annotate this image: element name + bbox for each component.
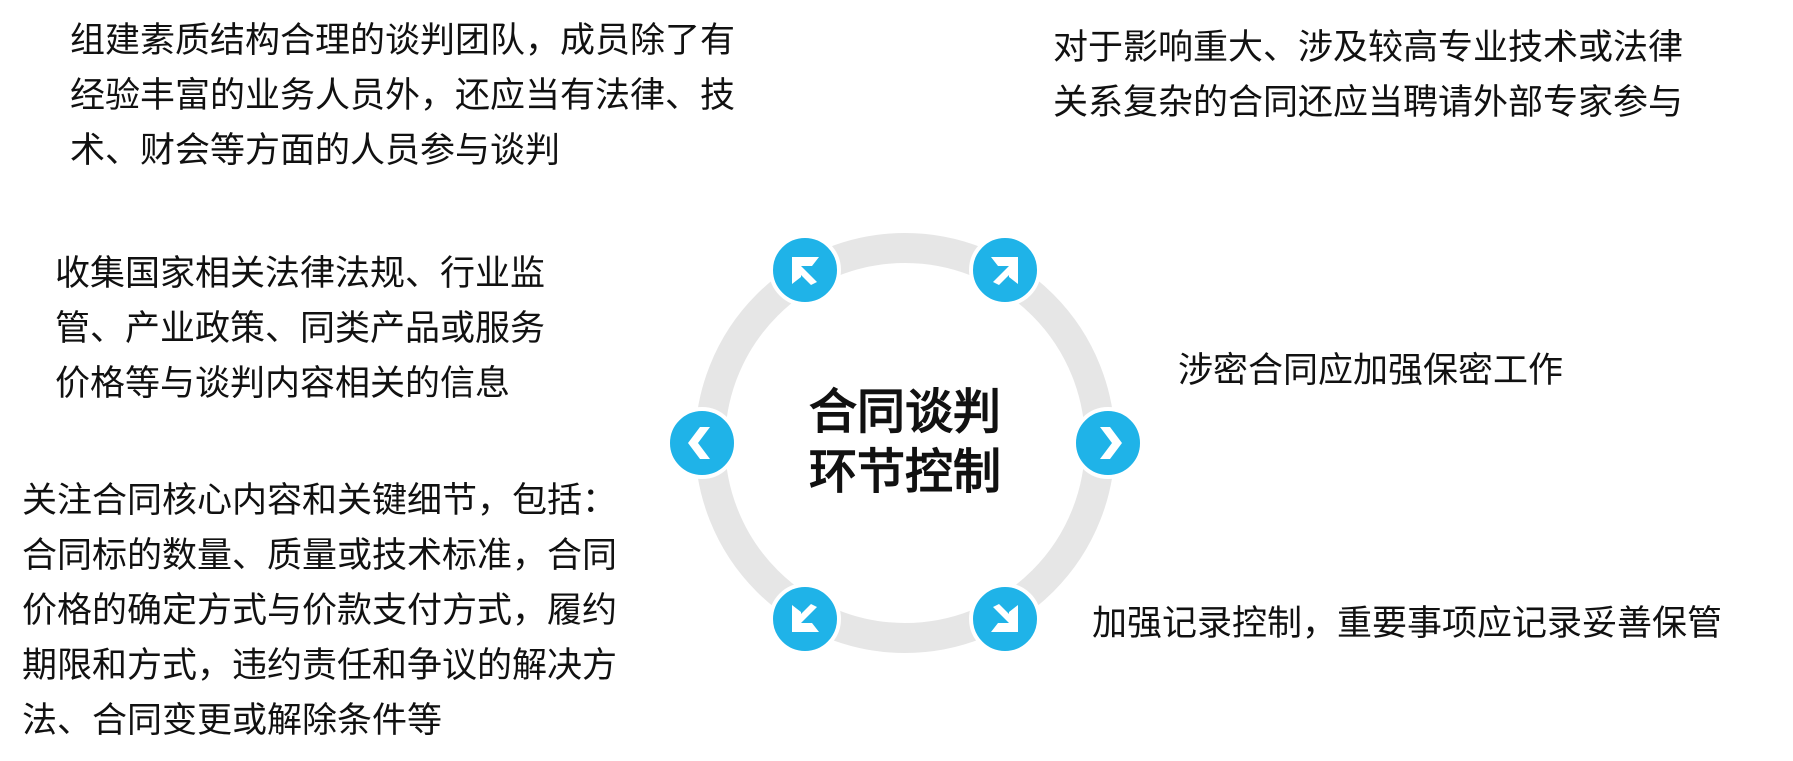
text-line: 期限和方式，违约责任和争议的解决方 [22,646,618,686]
text-line: 涉密合同应加强保密工作 [1178,351,1564,391]
text-line: 管、产业政策、同类产品或服务 [55,309,546,349]
bottom-left-arrow-icon [769,583,841,655]
right-arrow-icon [1072,407,1144,479]
arrow-glyph [792,257,819,285]
text-line: 合同标的数量、质量或技术标准，合同 [22,536,618,576]
text-line: 收集国家相关法律法规、行业监 [55,254,546,294]
bottom-right-arrow-icon [969,583,1041,655]
center-title-line-1: 合同谈判 [808,384,1001,440]
text-block-secrecy: 涉密合同应加强保密工作 [1178,344,1563,399]
text-block-content: 关注合同核心内容和关键细节，包括： 合同标的数量、质量或技术标准，合同 价格的确… [22,474,617,749]
node-circle [1072,407,1144,479]
text-line: 组建素质结构合理的谈判团队，成员除了有 [70,21,736,61]
text-line: 经验丰富的业务人员外，还应当有法律、技 [70,76,736,116]
text-line: 价格的确定方式与价款支付方式，履约 [22,591,618,631]
arrow-glyph [1100,427,1122,459]
text-block-info: 收集国家相关法律法规、行业监 管、产业政策、同类产品或服务 价格等与谈判内容相关… [55,247,545,412]
text-line: 对于影响重大、涉及较高专业技术或法律 [1053,28,1684,68]
text-line: 关注合同核心内容和关键细节，包括： [22,481,618,521]
arrow-glyph [991,604,1018,632]
text-block-team: 组建素质结构合理的谈判团队，成员除了有 经验丰富的业务人员外，还应当有法律、技 … [70,14,735,179]
text-block-experts: 对于影响重大、涉及较高专业技术或法律 关系复杂的合同还应当聘请外部专家参与 [1053,21,1683,131]
arrow-glyph [991,257,1018,285]
text-line: 价格等与谈判内容相关的信息 [55,364,511,404]
arrow-glyph [792,604,819,632]
text-line: 关系复杂的合同还应当聘请外部专家参与 [1053,83,1684,123]
center-title: 合同谈判 环节控制 [790,382,1020,502]
center-title-line-2: 环节控制 [808,444,1001,500]
text-block-records: 加强记录控制，重要事项应记录妥善保管 [1092,597,1722,652]
text-line: 术、财会等方面的人员参与谈判 [70,131,561,171]
node-circle [666,407,738,479]
arrow-glyph [688,427,710,459]
left-arrow-icon [666,407,738,479]
top-left-arrow-icon [769,234,841,306]
top-right-arrow-icon [969,234,1041,306]
text-line: 加强记录控制，重要事项应记录妥善保管 [1092,604,1723,644]
text-line: 法、合同变更或解除条件等 [22,701,443,741]
